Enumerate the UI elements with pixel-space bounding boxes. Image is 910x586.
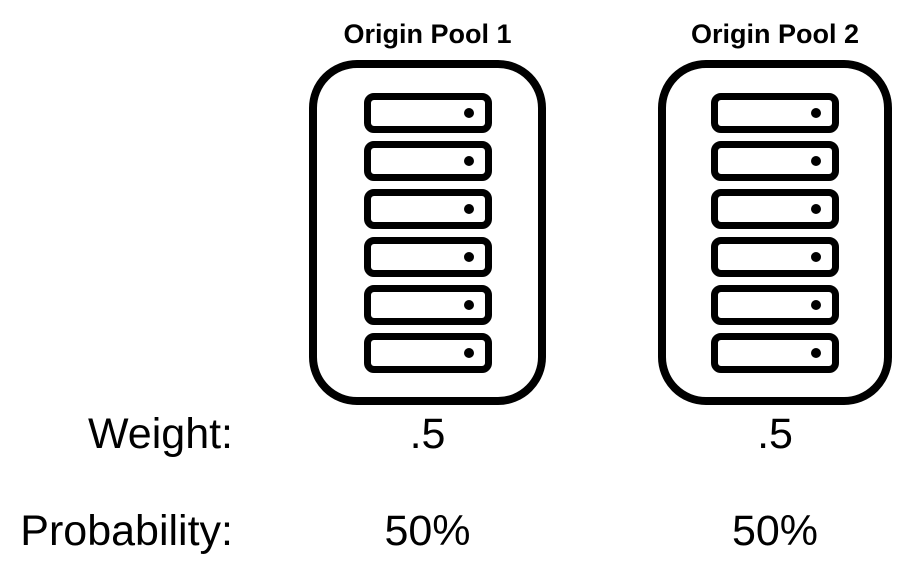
server-icon bbox=[711, 237, 839, 277]
origin-pool-2-title: Origin Pool 2 bbox=[690, 19, 859, 49]
server-led-dot bbox=[811, 108, 821, 118]
server-led-dot bbox=[811, 156, 821, 166]
origin-pool-1-box bbox=[309, 60, 546, 405]
server-icon bbox=[363, 93, 492, 133]
server-led-dot bbox=[463, 156, 474, 166]
server-icon bbox=[363, 189, 492, 229]
server-led-dot bbox=[463, 300, 474, 310]
server-led-dot bbox=[811, 348, 821, 358]
pool-1-probability-value: 50% bbox=[384, 507, 471, 555]
server-led-dot bbox=[811, 300, 821, 310]
server-icon bbox=[363, 285, 492, 325]
server-led-dot bbox=[463, 252, 474, 262]
server-icon bbox=[711, 141, 839, 181]
server-icon bbox=[711, 333, 839, 373]
probability-row-label: Probability: bbox=[20, 507, 233, 555]
server-led-dot bbox=[463, 204, 474, 214]
server-icon bbox=[711, 285, 839, 325]
server-rack bbox=[317, 68, 538, 373]
pool-2-weight-value: .5 bbox=[757, 410, 793, 458]
server-icon bbox=[363, 141, 492, 181]
pool-1-weight-value: .5 bbox=[409, 410, 446, 458]
server-icon bbox=[711, 189, 839, 229]
origin-pool-2-box bbox=[658, 60, 892, 405]
pool-2-probability-value: 50% bbox=[731, 507, 819, 555]
server-icon bbox=[363, 333, 492, 373]
server-led-dot bbox=[811, 204, 821, 214]
server-led-dot bbox=[811, 252, 821, 262]
server-rack bbox=[666, 68, 884, 373]
server-icon bbox=[711, 93, 839, 133]
weight-row-label: Weight: bbox=[88, 410, 233, 458]
server-icon bbox=[363, 237, 492, 277]
server-led-dot bbox=[463, 108, 474, 118]
server-led-dot bbox=[463, 348, 474, 358]
origin-pool-1-title: Origin Pool 1 bbox=[343, 19, 512, 49]
